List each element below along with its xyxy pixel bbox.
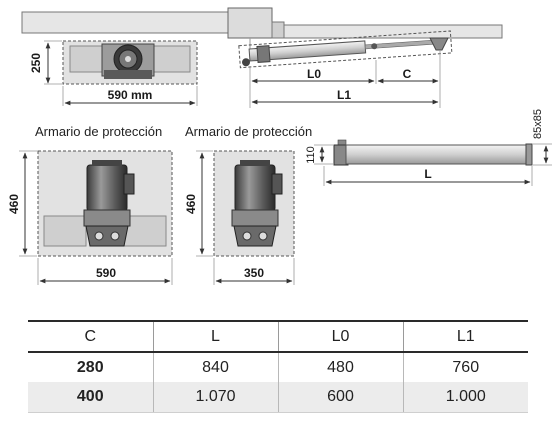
hydraulic-cylinder bbox=[333, 139, 533, 166]
dimension-table: C L L0 L1 280 840 480 760 400 1.070 600 … bbox=[28, 320, 528, 413]
dim-85x85-label: 85x85 bbox=[532, 109, 544, 139]
dim-590-left-label: 590 bbox=[96, 266, 116, 280]
dim-350-right: 350 bbox=[213, 258, 295, 285]
dim-C-label: C bbox=[403, 67, 412, 81]
dim-L-label: L bbox=[424, 167, 431, 181]
table-header-row: C L L0 L1 bbox=[28, 320, 528, 353]
col-header-C: C bbox=[28, 320, 153, 353]
dim-85x85: 85x85 bbox=[532, 109, 552, 166]
dim-L-cylinder: L bbox=[323, 166, 533, 186]
dim-L1: L1 bbox=[251, 88, 439, 105]
table-cell: 400 bbox=[28, 382, 153, 413]
gate-beam bbox=[21, 7, 503, 60]
cabinet-right bbox=[213, 150, 295, 257]
dim-460-right: 460 bbox=[184, 150, 213, 257]
table-cell: 760 bbox=[402, 352, 528, 382]
table-cell: 280 bbox=[76, 358, 104, 376]
dim-460-left-label: 460 bbox=[7, 194, 21, 214]
cabinet-left bbox=[37, 150, 173, 257]
dim-590mm: 590 mm bbox=[62, 86, 198, 106]
technical-diagram: 250 590 mm L0 C L1 Armario de protecció bbox=[7, 7, 552, 285]
table-cell: 840 bbox=[152, 352, 278, 382]
dim-590-left: 590 bbox=[37, 258, 173, 285]
table-row: 280 840 480 760 bbox=[28, 352, 528, 382]
table-cell: 1.070 bbox=[152, 382, 278, 413]
col-header-L0: L0 bbox=[277, 320, 403, 353]
col-header-L: L bbox=[152, 320, 278, 353]
table-cell: 1.000 bbox=[402, 382, 528, 413]
table-cell: 480 bbox=[277, 352, 403, 382]
dim-350-right-label: 350 bbox=[244, 266, 264, 280]
dim-250-label: 250 bbox=[29, 53, 43, 73]
dim-250: 250 bbox=[29, 40, 62, 85]
dim-590mm-label: 590 mm bbox=[108, 88, 153, 102]
dim-110-label: 110 bbox=[305, 146, 317, 164]
dim-C: C bbox=[377, 67, 439, 84]
cabinet-left-caption: Armario de protección bbox=[35, 124, 162, 139]
table-cell: 600 bbox=[277, 382, 403, 413]
dim-L1-label: L1 bbox=[337, 88, 351, 102]
dim-110: 110 bbox=[305, 144, 333, 165]
dim-L0-label: L0 bbox=[307, 67, 321, 81]
dim-460-left: 460 bbox=[7, 150, 37, 257]
dim-460-right-label: 460 bbox=[184, 194, 198, 214]
col-header-L1: L1 bbox=[402, 320, 528, 353]
hinge-bracket bbox=[249, 37, 449, 108]
cabinet-right-caption: Armario de protección bbox=[185, 124, 312, 139]
table-row: 400 1.070 600 1.000 bbox=[28, 382, 528, 413]
dim-L0: L0 bbox=[251, 67, 375, 84]
top-pump-unit bbox=[62, 40, 198, 85]
